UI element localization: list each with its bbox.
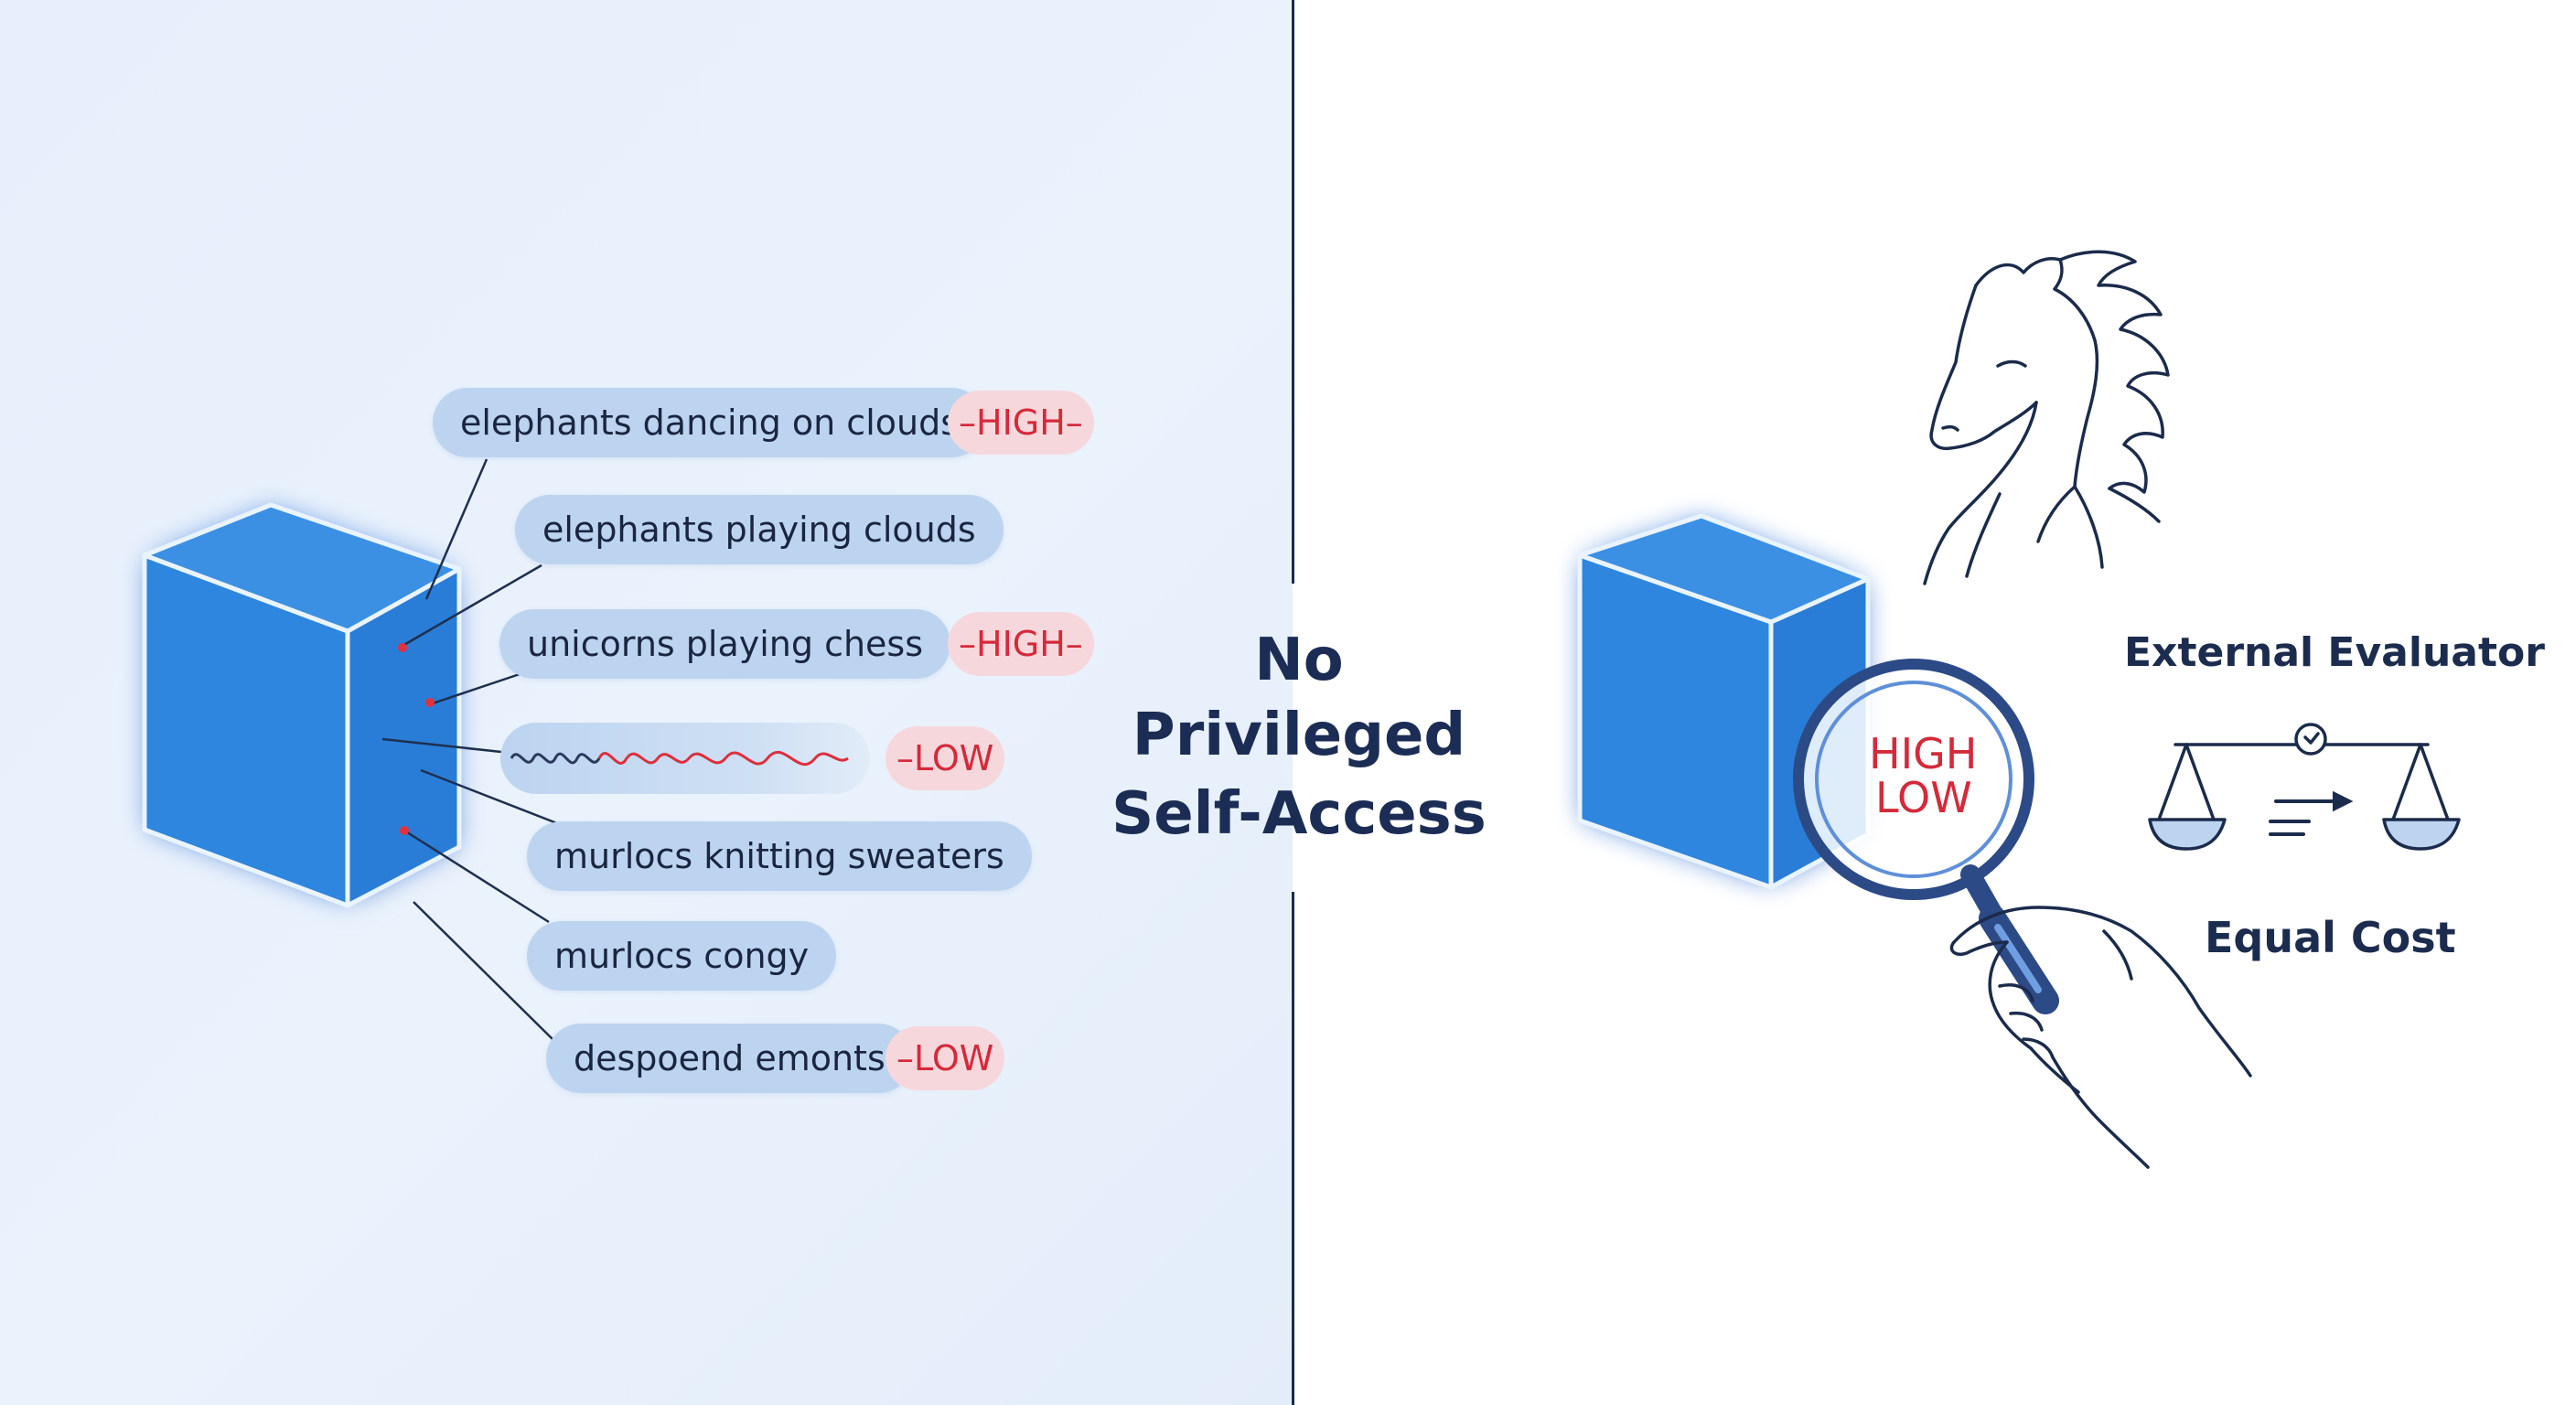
label-pill: murlocs knitting sweaters — [527, 821, 1032, 891]
high-tag: –HIGH– — [948, 612, 1094, 676]
divider-line-top — [1292, 0, 1294, 584]
high-tag: –HIGH– — [948, 391, 1094, 455]
magnifier-high-text: HIGH — [1869, 729, 1978, 778]
cost-label: Equal Cost — [2205, 913, 2456, 962]
arrow-right-icon — [2269, 790, 2354, 836]
horse-icon — [1923, 250, 2170, 585]
connector-lines — [381, 458, 563, 1040]
low-tag: –LOW — [886, 1026, 1005, 1090]
magnifier-low-text: LOW — [1875, 773, 1972, 822]
label-pill: murlocs congy — [527, 921, 837, 991]
evaluator-label: External Evaluator — [2124, 629, 2545, 676]
balance-scale-icon — [2148, 723, 2461, 851]
title-line-2: Privileged — [1132, 702, 1466, 769]
title-line-3: Self-Access — [1111, 780, 1487, 848]
waveform-icon — [510, 750, 849, 767]
magnifier-icon — [1793, 659, 2059, 1014]
label-pill: unicorns playing chess — [499, 609, 951, 679]
label-pill: despoend emonts — [546, 1024, 913, 1093]
divider-line-bottom — [1292, 892, 1294, 1405]
label-pill: elephants dancing on clouds — [433, 388, 987, 457]
connector-dots — [398, 643, 435, 835]
low-tag: –LOW — [886, 726, 1005, 790]
cube-icon — [142, 502, 462, 908]
signal-pill — [500, 723, 870, 794]
hand-icon — [1949, 906, 2252, 1169]
title-line-1: No — [1254, 627, 1344, 694]
label-pill: elephants playing clouds — [515, 495, 1004, 564]
